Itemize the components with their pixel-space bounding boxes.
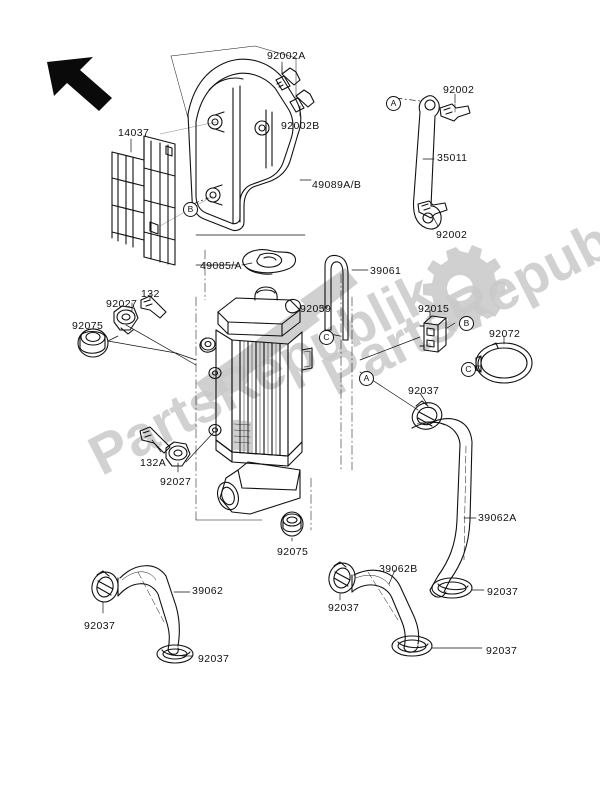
callout-92037-upper-right: 92037 [408,385,440,397]
hose-bracket [419,315,447,353]
callout-92027-lower: 92027 [160,476,192,488]
gear-icon [423,245,505,332]
callout-92075-bottom: 92075 [277,546,309,558]
callout-39061: 39061 [370,265,402,277]
hose-clamp-band [475,342,533,384]
marker-c-upper: C [319,330,334,345]
callout-39062: 39062 [192,585,224,597]
callout-92037-lowerleft: 92037 [84,620,116,632]
callout-92037-right: 92037 [487,586,519,598]
arrow-up-left-icon [47,57,112,111]
callout-92037-bottomleft: 92037 [198,653,230,665]
callout-39062A: 39062A [478,512,517,524]
bolt-132A [139,426,171,454]
callout-92072: 92072 [489,328,521,340]
bolt-92002-upper [439,103,471,122]
upper-radiator-hose [411,418,473,598]
alignment-axes [204,65,456,531]
radiator-core [195,286,353,521]
bolt-132 [140,295,167,319]
radiator-bracket-rod [412,95,442,230]
callout-49085A: 49085/A [200,260,242,272]
callout-92037-bottomright: 92037 [486,645,518,657]
callout-132: 132 [141,288,160,300]
bolt-92002A [275,67,301,91]
bolt-92002B [289,89,315,113]
callout-49089AB: 49089A/B [312,179,362,191]
hose-clamp-39062A-top [411,400,443,430]
collar-lower [165,441,191,467]
callout-92075-left: 92075 [72,320,104,332]
radiator-shroud-left [170,45,306,236]
marker-b-right: B [459,316,474,331]
callout-35011: 35011 [437,152,468,164]
callout-14037: 14037 [118,127,150,139]
callout-92002B: 92002B [281,120,320,132]
callout-92002-upper: 92002 [443,84,475,96]
grommet-bottom [280,511,304,537]
hose-clamp-39062B-bottom [391,635,433,657]
hose-clamp-39062-bottom [156,644,194,664]
hose-clamp-39062-top [91,570,119,603]
radiator-cap [242,249,297,275]
bolt-92002-lower [417,200,448,219]
callout-92002A: 92002A [267,50,306,62]
marker-b-left: B [183,202,198,217]
callout-92027-upper: 92027 [106,298,138,310]
overflow-hose [324,254,349,341]
callout-92002-lower: 92002 [436,229,468,241]
callout-92059: 92059 [300,303,332,315]
radiator-hose-39062 [117,565,180,655]
hose-clamp-39062B-top [328,561,356,594]
collar-upper [113,305,139,335]
callout-39062B: 39062B [379,563,418,575]
marker-a-upper: A [386,96,401,111]
callout-92015: 92015 [418,303,450,315]
radiator-grille-screen [111,135,176,266]
grommet-left [77,328,109,358]
marker-a-lower: A [359,371,374,386]
marker-c-lower: C [461,362,476,377]
hose-clamp-39062A-bottom [431,577,473,599]
callout-92037-midleft: 92037 [328,602,360,614]
callout-132A: 132A [140,457,167,469]
